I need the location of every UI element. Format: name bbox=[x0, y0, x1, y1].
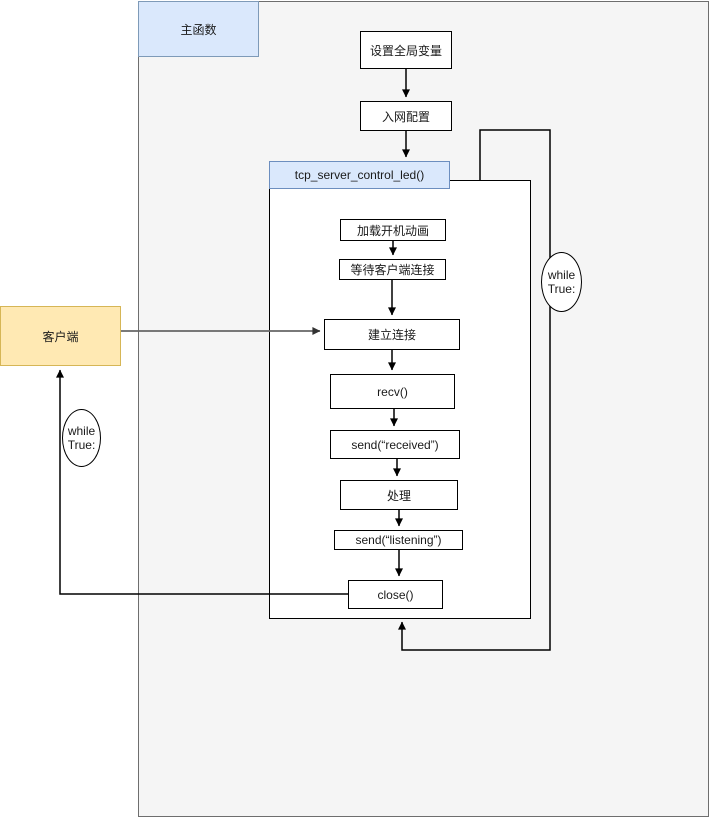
node-establish-connection[interactable]: 建立连接 bbox=[324, 319, 460, 350]
node-recv[interactable]: recv() bbox=[330, 374, 455, 409]
while-true-right-label: while True: bbox=[547, 267, 576, 296]
node-wait-client-connect-label: 等待客户端连接 bbox=[350, 263, 435, 277]
node-load-boot-animation-label: 加载开机动画 bbox=[356, 223, 429, 238]
node-send-received-label: send(“received”) bbox=[351, 437, 439, 452]
node-process[interactable]: 处理 bbox=[340, 480, 458, 510]
while-true-left-label: while True: bbox=[67, 423, 96, 452]
node-send-listening[interactable]: send(“listening”) bbox=[334, 530, 463, 550]
frame-title-label: 主函数 bbox=[180, 22, 217, 37]
node-close-label: close() bbox=[377, 587, 414, 602]
node-load-boot-animation[interactable]: 加载开机动画 bbox=[340, 219, 446, 241]
node-tcp-server-label: tcp_server_control_led() bbox=[294, 168, 425, 182]
node-client[interactable]: 客户端 bbox=[0, 306, 121, 366]
node-send-received[interactable]: send(“received”) bbox=[330, 430, 460, 459]
node-network-config-label: 入网配置 bbox=[381, 109, 430, 124]
ellipse-while-true-right[interactable]: while True: bbox=[541, 252, 582, 312]
node-client-label: 客户端 bbox=[42, 329, 79, 344]
node-set-globals-label: 设置全局变量 bbox=[369, 43, 442, 58]
node-establish-connection-label: 建立连接 bbox=[367, 328, 416, 342]
node-recv-label: recv() bbox=[377, 384, 408, 399]
node-close[interactable]: close() bbox=[348, 580, 443, 609]
node-tcp-server-control-led[interactable]: tcp_server_control_led() bbox=[269, 161, 450, 189]
node-process-label: 处理 bbox=[386, 488, 411, 503]
node-wait-client-connect[interactable]: 等待客户端连接 bbox=[339, 259, 446, 280]
node-network-config[interactable]: 入网配置 bbox=[360, 101, 452, 131]
node-send-listening-label: send(“listening”) bbox=[355, 533, 442, 547]
frame-title-main-function[interactable]: 主函数 bbox=[138, 1, 259, 57]
ellipse-while-true-left[interactable]: while True: bbox=[62, 409, 101, 467]
node-set-globals[interactable]: 设置全局变量 bbox=[360, 31, 452, 69]
